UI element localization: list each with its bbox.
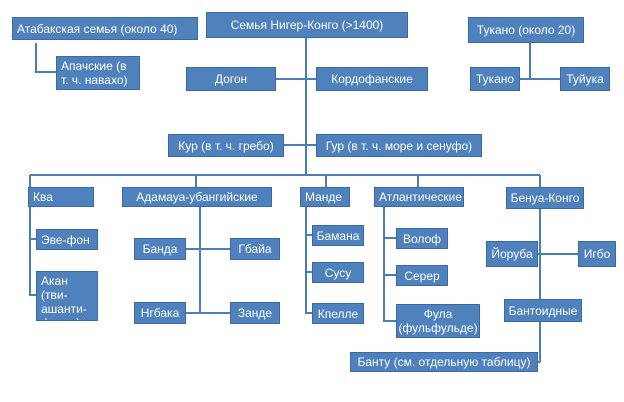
node-gbaya: Гбайа <box>230 238 280 260</box>
node-bantoid: Бантоидные <box>504 299 582 322</box>
node-athabaskan: Атабакская семья (около 40) <box>12 17 198 40</box>
node-tucano-family: Тукано (около 20) <box>468 17 584 43</box>
node-mande: Манде <box>300 187 350 207</box>
node-bamana: Бамана <box>312 225 364 246</box>
node-banda: Банда <box>134 238 186 260</box>
node-gur: Гур (в т. ч. море и сенуфо) <box>316 134 482 157</box>
node-ngbaka: Нгбака <box>134 302 186 324</box>
node-tuyuka: Туйука <box>560 67 610 91</box>
node-niger-congo: Семья Нигер-Конго (>1400) <box>206 12 408 38</box>
node-akan: Акан (тви-ашанти-фанти) <box>36 271 98 321</box>
node-kpelle: Кпелле <box>312 303 364 324</box>
node-bantu: Банту (см. отдельную таблицу) <box>350 352 538 372</box>
node-apache: Апачские (в т. ч. навахо) <box>56 56 140 90</box>
node-kru: Кур (в т. ч. гребо) <box>168 134 284 157</box>
node-adamawa: Адамауа-убангийские <box>122 187 272 207</box>
node-wolof: Волоф <box>396 228 448 249</box>
node-yoruba: Йоруба <box>486 241 538 267</box>
node-ewe: Эве-фон <box>36 229 98 250</box>
node-dogon: Догон <box>186 67 276 91</box>
node-zande: Занде <box>230 302 280 324</box>
node-fula: Фула (фульфульде) <box>396 304 480 338</box>
node-benue-congo: Бенуа-Конго <box>506 187 584 209</box>
node-susu: Сусу <box>312 262 364 283</box>
node-serer: Серер <box>396 265 448 286</box>
node-tucano: Тукано <box>470 67 520 91</box>
node-kordofanian: Кордофанские <box>316 67 428 91</box>
node-igbo: Игбо <box>578 241 616 267</box>
node-atlantic: Атлантические <box>374 187 464 207</box>
node-kwa: Ква <box>28 187 94 207</box>
